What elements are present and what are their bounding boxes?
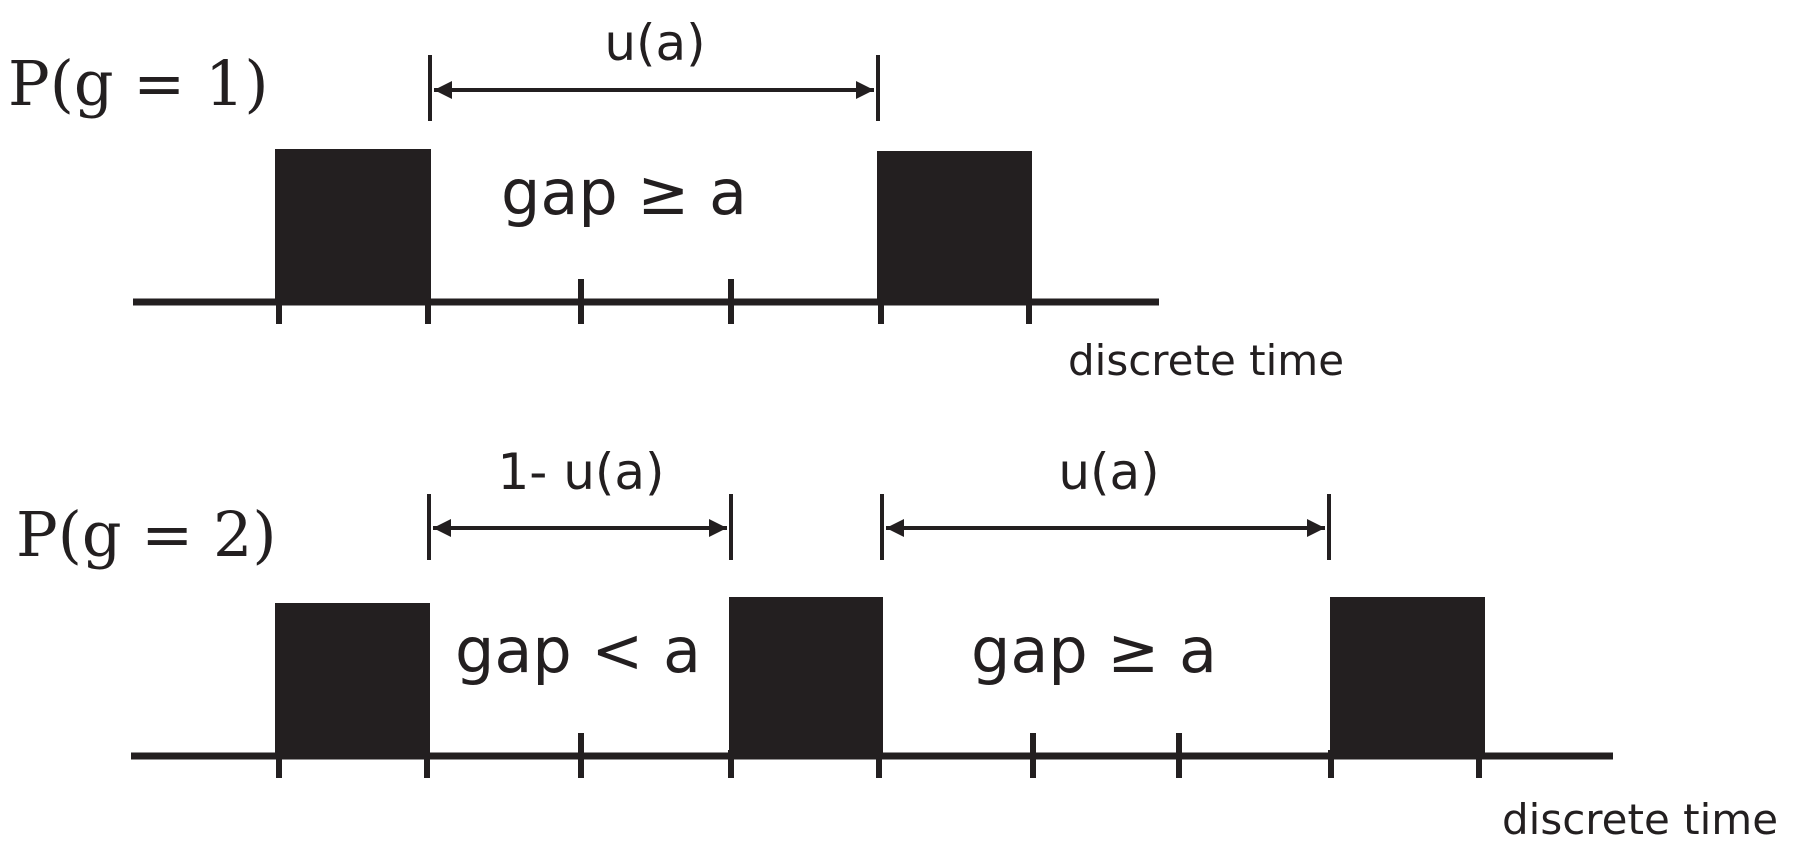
span-label: u(a): [604, 14, 705, 72]
time-axis-label: discrete time: [1502, 795, 1778, 844]
probability-label-g1: P(g = 1): [8, 47, 269, 120]
probability-label-g2: P(g = 2): [16, 498, 277, 571]
event-block: [729, 597, 883, 756]
panel-g1: P(g = 1) u(a) gap ≥ a discrete time: [8, 14, 1344, 385]
span-label: 1- u(a): [497, 443, 664, 501]
time-axis-label: discrete time: [1068, 336, 1344, 385]
event-block: [275, 603, 430, 756]
event-block: [275, 149, 431, 302]
gap-label: gap ≥ a: [971, 614, 1217, 687]
span-marker-g1: u(a): [428, 14, 880, 121]
panel-g2: P(g = 2) 1- u(a): [16, 443, 1778, 844]
event-block: [877, 151, 1032, 302]
gap-label: gap < a: [455, 614, 701, 687]
gap-label: gap ≥ a: [501, 156, 747, 229]
span-marker-g2-long: u(a): [880, 443, 1331, 560]
span-marker-g2-short: 1- u(a): [427, 443, 733, 560]
event-block: [1330, 597, 1485, 756]
span-label: u(a): [1058, 443, 1159, 501]
